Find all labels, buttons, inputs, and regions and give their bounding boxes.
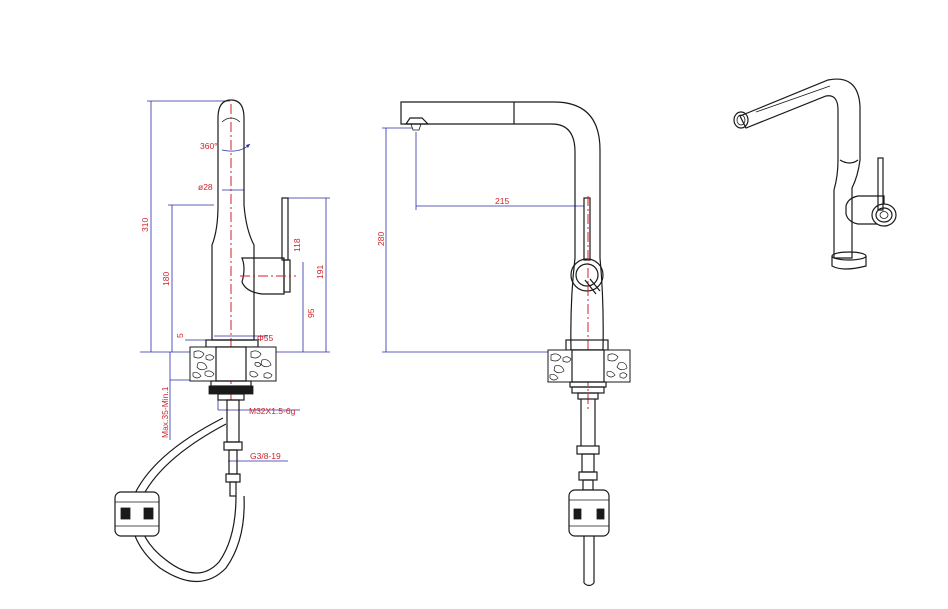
spout-diameter-label: ø28 xyxy=(198,182,213,192)
side-view: 360° ø28 Φ55 M32X1.5-6g G3/8-19 310 180 … xyxy=(114,99,330,582)
thread-hose-label: G3/8-19 xyxy=(250,451,281,461)
spout-height-label: 180 xyxy=(161,272,171,286)
base-thickness-label: 5 xyxy=(175,333,185,338)
reach-label: 215 xyxy=(495,196,509,206)
base-diameter-label: Φ55 xyxy=(257,333,274,343)
thread-main-label: M32X1.5-6g xyxy=(249,406,296,416)
front-view: 215 280 xyxy=(376,101,631,587)
outlet-height-label: 280 xyxy=(376,232,386,246)
lever-base-label: 95 xyxy=(306,308,316,318)
total-height-label: 310 xyxy=(140,218,150,232)
handle-overall-label: 191 xyxy=(315,265,325,279)
handle-height-label: 118 xyxy=(292,238,302,252)
counter-thickness-label: Max.35-Min.1 xyxy=(160,386,170,438)
rotation-angle-label: 360° xyxy=(200,141,218,151)
perspective-view xyxy=(733,78,897,270)
